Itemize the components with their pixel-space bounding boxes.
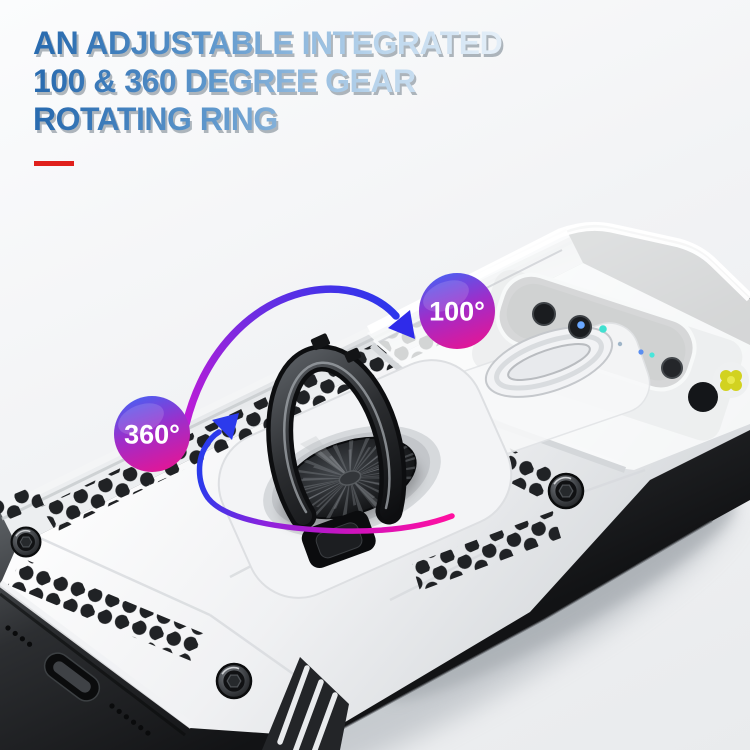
corner-screw xyxy=(547,472,585,510)
hex-grip-patch xyxy=(41,302,474,532)
lens-glint xyxy=(649,352,655,358)
headline: AN ADJUSTABLE INTEGRATED 100 & 360 DEGRE… xyxy=(33,24,503,138)
cover-swing-arrow xyxy=(182,285,415,428)
kickstand-assembly xyxy=(217,333,513,599)
disc-center-cap xyxy=(338,470,362,486)
hex-grip-patch xyxy=(0,485,44,523)
ring-gear-tabs xyxy=(310,333,362,363)
hex-grip-patch xyxy=(412,511,561,591)
corner-screw xyxy=(215,662,253,700)
corner-screw xyxy=(10,526,42,558)
badge-100-label: 100° xyxy=(429,297,485,327)
lens-glint xyxy=(638,349,644,355)
speaker-holes xyxy=(5,625,151,736)
camera-flash xyxy=(713,362,749,398)
headline-line-1: AN ADJUSTABLE INTEGRATED xyxy=(33,25,503,61)
headline-line-2: 100 & 360 DEGREE GEAR xyxy=(33,62,502,100)
headline-line-3: ROTATING RING xyxy=(33,100,502,138)
badge-360-label: 360° xyxy=(124,420,180,450)
camera-lenses xyxy=(532,302,718,412)
hex-grip-patch xyxy=(8,558,205,661)
swing-arrowhead xyxy=(388,310,415,339)
loop-arrowhead xyxy=(212,413,239,440)
lens-glint xyxy=(577,321,585,329)
red-accent-divider xyxy=(34,161,74,166)
camera-area xyxy=(366,221,750,473)
badge-360-degree: 360° xyxy=(114,396,190,472)
kickstand-ring xyxy=(266,333,407,530)
badge-100-degree: 100° xyxy=(419,273,495,349)
cover-edge-highlight xyxy=(366,221,750,335)
sensor-dot xyxy=(617,341,623,347)
lens-glint xyxy=(599,325,607,333)
case-bottom-face xyxy=(0,580,195,737)
usb-c-port xyxy=(43,652,101,702)
rotation-loop-arrow xyxy=(196,413,455,534)
slider-handle xyxy=(484,326,614,398)
corner-vent-stripes xyxy=(262,657,349,750)
